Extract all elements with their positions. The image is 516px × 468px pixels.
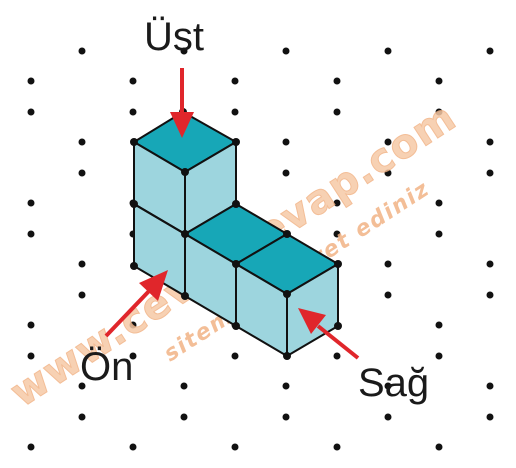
grid-dot bbox=[180, 382, 188, 390]
grid-dot bbox=[282, 413, 290, 421]
grid-dot bbox=[78, 291, 86, 299]
grid-dot bbox=[231, 108, 239, 116]
grid-dot bbox=[435, 77, 443, 85]
grid-dot bbox=[486, 413, 494, 421]
grid-dot bbox=[333, 108, 341, 116]
vertex-dot bbox=[130, 138, 138, 146]
grid-dot bbox=[78, 138, 86, 146]
vertex-dot bbox=[181, 292, 189, 300]
cube-structure bbox=[133, 111, 339, 357]
grid-dot bbox=[486, 138, 494, 146]
grid-dot bbox=[231, 443, 239, 451]
grid-dot bbox=[333, 77, 341, 85]
grid-dot bbox=[27, 230, 35, 238]
grid-dot bbox=[180, 413, 188, 421]
grid-dot bbox=[78, 169, 86, 177]
arrow-front bbox=[104, 270, 168, 338]
vertex-dot bbox=[283, 352, 291, 360]
grid-dot bbox=[27, 321, 35, 329]
grid-dot bbox=[78, 47, 86, 55]
grid-dot bbox=[384, 413, 392, 421]
grid-dot bbox=[435, 443, 443, 451]
arrow-right bbox=[298, 308, 360, 360]
grid-dot bbox=[486, 382, 494, 390]
vertex-dot bbox=[130, 262, 138, 270]
grid-dot bbox=[384, 260, 392, 268]
arrow-top bbox=[170, 68, 194, 138]
vertex-dot bbox=[232, 260, 240, 268]
grid-dot bbox=[129, 321, 137, 329]
grid-dot bbox=[384, 291, 392, 299]
grid-dot bbox=[282, 47, 290, 55]
vertex-dots bbox=[130, 108, 342, 360]
vertex-dot bbox=[283, 290, 291, 298]
grid-dot bbox=[129, 108, 137, 116]
vertex-dot bbox=[334, 322, 342, 330]
vertex-dot bbox=[232, 322, 240, 330]
grid-dot bbox=[333, 352, 341, 360]
grid-dot bbox=[27, 443, 35, 451]
vertex-dot bbox=[232, 200, 240, 208]
vertex-dot bbox=[181, 230, 189, 238]
grid-dot bbox=[384, 47, 392, 55]
grid-dot bbox=[384, 382, 392, 390]
vertex-dot bbox=[130, 200, 138, 208]
grid-dot bbox=[129, 77, 137, 85]
grid-dot bbox=[333, 443, 341, 451]
grid-dot bbox=[231, 352, 239, 360]
vertex-dot bbox=[334, 260, 342, 268]
cube-edge bbox=[133, 203, 186, 235]
grid-dot bbox=[78, 382, 86, 390]
arrows bbox=[104, 68, 360, 360]
grid-dot bbox=[435, 352, 443, 360]
grid-dot bbox=[435, 321, 443, 329]
label-top: Üst bbox=[144, 15, 204, 59]
grid-dot bbox=[27, 77, 35, 85]
grid-dot bbox=[27, 352, 35, 360]
grid-dot bbox=[78, 413, 86, 421]
grid-dot bbox=[282, 169, 290, 177]
grid-dot bbox=[486, 260, 494, 268]
vertex-dot bbox=[181, 168, 189, 176]
vertex-dot bbox=[232, 138, 240, 146]
grid-dot bbox=[78, 260, 86, 268]
grid-dot bbox=[384, 169, 392, 177]
grid-dot bbox=[180, 47, 188, 55]
grid-dot bbox=[129, 443, 137, 451]
grid-dot bbox=[435, 199, 443, 207]
grid-dot bbox=[231, 77, 239, 85]
grid-dot bbox=[384, 138, 392, 146]
label-right: Sağ bbox=[358, 361, 429, 405]
grid-dot bbox=[282, 382, 290, 390]
grid-dot bbox=[435, 108, 443, 116]
grid-dot bbox=[282, 138, 290, 146]
grid-dot bbox=[333, 199, 341, 207]
grid-dot bbox=[486, 47, 494, 55]
grid-dot bbox=[27, 199, 35, 207]
label-front: Ön bbox=[80, 345, 133, 389]
grid-dot bbox=[129, 352, 137, 360]
grid-dot bbox=[333, 230, 341, 238]
grid-dot bbox=[486, 291, 494, 299]
grid-dot bbox=[486, 169, 494, 177]
grid-dot bbox=[27, 108, 35, 116]
grid-dot bbox=[435, 230, 443, 238]
vertex-dot bbox=[283, 230, 291, 238]
